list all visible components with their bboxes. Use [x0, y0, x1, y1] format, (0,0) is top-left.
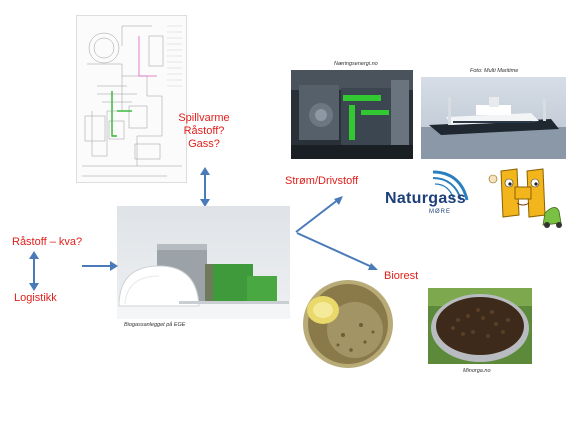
- rastoff-question-label: Råstoff?: [183, 125, 225, 137]
- caption-biogassanlegget: Biogassanlegget på EGE: [124, 322, 186, 328]
- gass-label: Gass?: [188, 138, 220, 150]
- spillvarme-label: Spillvarme: [178, 112, 230, 124]
- caption-naeringsenergi: Næringsenergi.no: [334, 61, 378, 67]
- ferry-photo: [421, 77, 566, 159]
- logistikk-label: Logistikk: [14, 292, 57, 304]
- engine-photo: [291, 70, 413, 159]
- strom-drivstoff-label: Strøm/Drivstoff: [285, 175, 359, 187]
- arrow-to-plant: [82, 261, 118, 271]
- arrow-to-strom: [295, 196, 343, 233]
- spillvarme-group: Spillvarme Råstoff? Gass?: [172, 112, 236, 151]
- hydrogen-mascot-illustration: [487, 167, 567, 237]
- double-arrow-vertical-left: [29, 251, 39, 291]
- naturgass-logo-sub: MØRE: [429, 209, 451, 215]
- naturgass-logo-text: Naturgass: [385, 190, 466, 207]
- naturgass-logo: Naturgass MØRE: [383, 170, 483, 220]
- biorest-label: Biorest: [384, 270, 419, 282]
- biogas-plant-photo: [117, 206, 290, 319]
- arrow-to-biorest: [296, 232, 378, 270]
- caption-multi-maritime: Foto: Multi Maritime: [470, 68, 519, 74]
- digestate-photo: [303, 280, 393, 368]
- double-arrow-vertical-top: [200, 167, 210, 207]
- site-plan-drawing: [76, 15, 187, 183]
- caption-minorga: Minorga.no: [463, 368, 491, 374]
- rastoff-kva-label: Råstoff – kva?: [12, 236, 83, 248]
- pellets-photo: [428, 288, 532, 364]
